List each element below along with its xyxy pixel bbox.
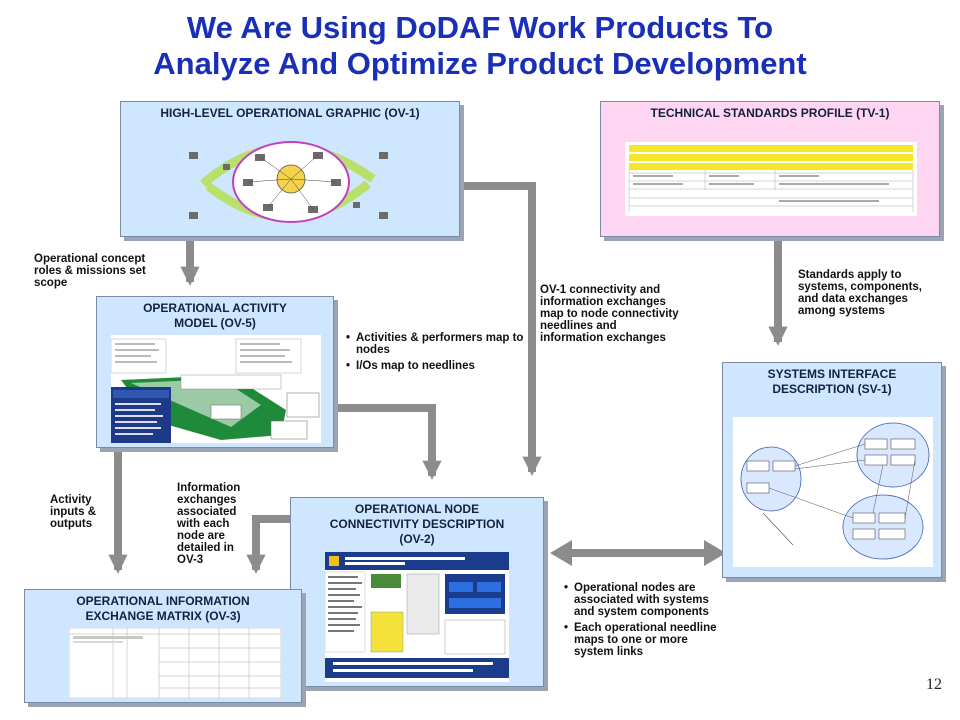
tv1-title: TECHNICAL STANDARDS PROFILE (TV-1) [650,106,890,120]
note-line: node are [177,530,225,542]
ov2-title-line-3: (OV-2) [399,532,435,546]
note-line: associated [177,506,237,518]
note-line: among systems [798,305,885,317]
ov2-title-line-2: CONNECTIVITY DESCRIPTION [329,517,505,531]
bullet-item: Each operational needline maps to one or… [564,622,726,658]
note-line: with each [177,518,230,530]
ov3-box: OPERATIONAL INFORMATION EXCHANGE MATRIX … [24,589,302,703]
ov3-title-line-1: OPERATIONAL INFORMATION [76,594,250,608]
note-line: roles & missions set [34,265,146,277]
note-line: needlines and [540,320,617,332]
note-line: map to node connectivity [540,308,679,320]
tv1-standards-table [625,142,917,216]
ov3-exchange-matrix-table [69,628,281,698]
page-number: 12 [926,676,942,693]
bullets-ov5-ov2: Activities & performers map to nodes I/O… [346,332,526,376]
note-line: information exchanges [540,332,666,344]
note-line: outputs [50,518,93,530]
ov1-title: HIGH-LEVEL OPERATIONAL GRAPHIC (OV-1) [160,106,420,120]
bullet-item: I/Os map to needlines [346,360,526,372]
ov2-title-line-1: OPERATIONAL NODE [354,502,480,516]
ov2-node-connectivity-graphic [325,552,509,682]
ov5-activity-model-graphic [111,335,321,443]
note-tv1-to-sv1: Standards apply to systems, components, … [798,269,922,317]
note-line: information exchanges [540,296,666,308]
note-line: inputs & [50,506,96,518]
ov3-title: OPERATIONAL INFORMATION EXCHANGE MATRIX … [25,590,301,624]
slide-title: We Are Using DoDAF Work Products To Anal… [0,10,960,82]
note-line: Activity [50,494,92,506]
ov5-title: OPERATIONAL ACTIVITY MODEL (OV-5) [97,297,333,331]
sv1-title: SYSTEMS INTERFACE DESCRIPTION (SV-1) [723,363,941,397]
note-ov5-to-ov3: Activity inputs & outputs [50,494,96,530]
note-line: scope [34,277,68,289]
note-line: Information [177,482,241,494]
sv1-title-line-1: SYSTEMS INTERFACE [767,367,897,381]
note-line: and data exchanges [798,293,908,305]
ov3-title-line-2: EXCHANGE MATRIX (OV-3) [85,609,241,623]
bullet-item: Activities & performers map to nodes [346,332,526,356]
ov5-box: OPERATIONAL ACTIVITY MODEL (OV-5) [96,296,334,448]
note-line: detailed in [177,542,234,554]
note-ov1-to-ov5: Operational concept roles & missions set… [34,253,146,289]
ov1-box: HIGH-LEVEL OPERATIONAL GRAPHIC (OV-1) [120,101,460,237]
title-line-1: We Are Using DoDAF Work Products To [186,10,774,45]
arrow-ov5-to-ov2 [336,404,442,480]
bullets-ov2-sv1: Operational nodes are associated with sy… [564,582,726,662]
ov2-title: OPERATIONAL NODE CONNECTIVITY DESCRIPTIO… [291,498,543,547]
note-line: Standards apply to [798,269,902,281]
tv1-box: TECHNICAL STANDARDS PROFILE (TV-1) [600,101,940,237]
note-line: OV-3 [177,554,204,566]
note-line: OV-1 connectivity and [540,284,661,296]
arrow-ov2-to-ov3 [246,515,292,574]
note-line: Operational concept [34,253,146,265]
note-ov2-to-ov3: Information exchanges associated with ea… [177,482,240,566]
note-line: exchanges [177,494,237,506]
sv1-box: SYSTEMS INTERFACE DESCRIPTION (SV-1) [722,362,942,578]
note-line: systems, components, [798,281,922,293]
arrow-ov2-sv1-bidirectional [550,540,726,566]
sv1-title-line-2: DESCRIPTION (SV-1) [772,382,892,396]
ov5-title-line-1: OPERATIONAL ACTIVITY [143,301,287,315]
ov1-operational-graphic [189,141,388,223]
bullet-item: Operational nodes are associated with sy… [564,582,726,618]
title-line-2: Analyze And Optimize Product Development [153,46,807,81]
ov2-box: OPERATIONAL NODE CONNECTIVITY DESCRIPTIO… [290,497,544,687]
ov5-title-line-2: MODEL (OV-5) [174,316,256,330]
arrow-ov1-to-ov2 [462,182,542,476]
note-ov1-to-ov2: OV-1 connectivity and information exchan… [540,284,679,344]
sv1-system-interface-diagram [733,417,933,567]
